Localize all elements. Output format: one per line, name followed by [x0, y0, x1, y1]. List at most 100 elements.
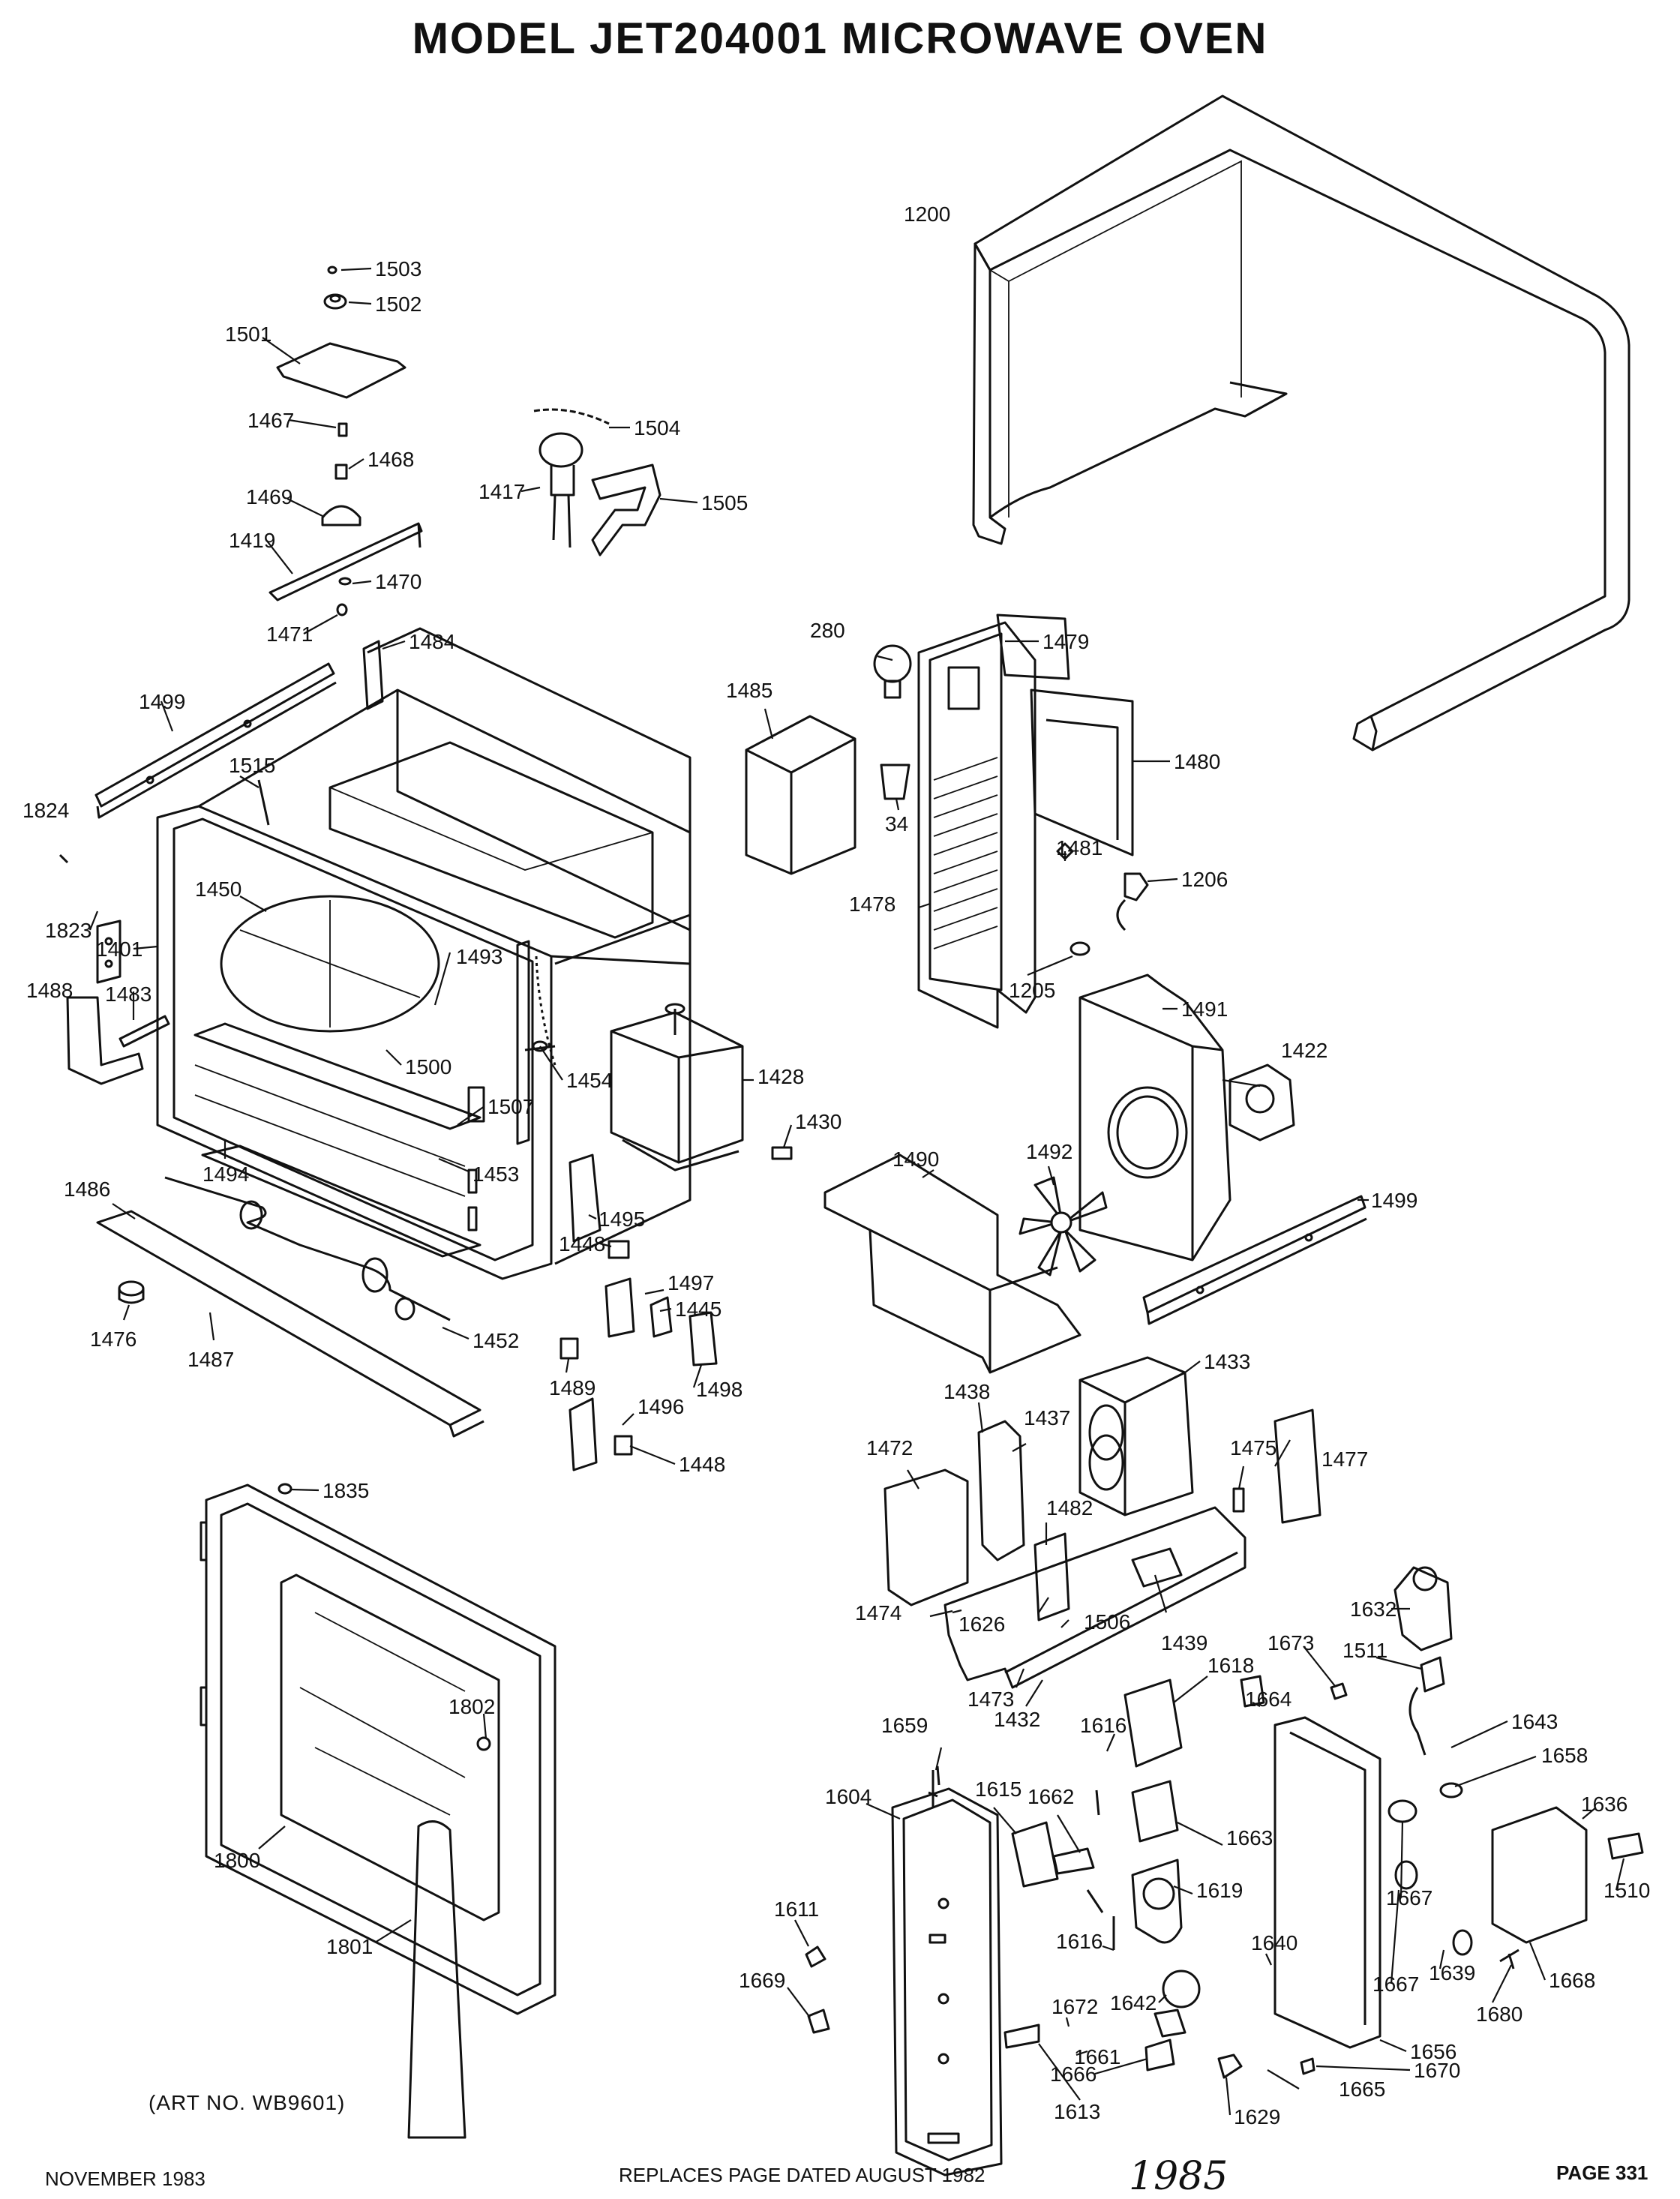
part-label: 1470	[375, 570, 422, 593]
part-label: 1439	[1161, 1631, 1208, 1654]
part-label: 1401	[96, 938, 142, 961]
part-label: 1615	[975, 1778, 1022, 1801]
part-label: 1419	[229, 529, 275, 552]
part-label: 1478	[849, 892, 896, 916]
fan-assembly-drawing	[824, 974, 1295, 1374]
footer-date: NOVEMBER 1983	[45, 2168, 206, 2190]
part-label: 1493	[456, 945, 502, 968]
part-label: 1452	[472, 1329, 519, 1352]
part-label: 1504	[634, 416, 680, 440]
part-label: 1479	[1042, 630, 1089, 653]
part-label: 1659	[881, 1714, 928, 1737]
part-label: 1454	[566, 1069, 613, 1092]
part-label: 1484	[409, 630, 455, 653]
part-label: 1448	[679, 1453, 725, 1476]
part-label: 1503	[375, 257, 422, 280]
part-label: 1611	[774, 1898, 819, 1921]
part-label: 280	[810, 619, 845, 642]
part-label: 1636	[1581, 1792, 1628, 1816]
footer-handwritten-note: 1985	[1129, 2154, 1228, 2199]
part-label: 1445	[675, 1298, 722, 1321]
part-label: 1802	[448, 1695, 495, 1718]
part-label: 1668	[1549, 1969, 1595, 1992]
part-label: 1616	[1080, 1714, 1126, 1737]
part-label: 1666	[1050, 2062, 1096, 2086]
part-label: 1643	[1511, 1710, 1558, 1733]
part-label: 1501	[225, 322, 272, 346]
side-rails-drawing	[58, 662, 1367, 1325]
part-label: 1428	[758, 1065, 804, 1088]
magnetron-drawing	[610, 1003, 744, 1172]
part-label: 1467	[248, 409, 294, 432]
part-label: 1670	[1414, 2059, 1460, 2082]
part-label: 1476	[90, 1328, 136, 1351]
part-label: 1433	[1204, 1350, 1250, 1373]
part-label: 1640	[1251, 1931, 1298, 1954]
oven-door-drawing	[200, 1483, 556, 2139]
part-label: 1205	[1009, 979, 1055, 1002]
part-label: 1824	[22, 799, 69, 822]
part-label: 1664	[1245, 1688, 1292, 1711]
part-label: 1656	[1410, 2040, 1456, 2063]
top-plate-assembly-drawing	[268, 266, 423, 616]
part-label: 1618	[1208, 1654, 1254, 1677]
part-label: 1448	[559, 1232, 605, 1256]
part-label: 1661	[1074, 2045, 1120, 2068]
part-label: 1672	[1052, 1995, 1098, 2018]
part-label: 1506	[1084, 1610, 1130, 1634]
part-labels: 1200 1503 1502 1501 1467 1468 1469 1419 …	[22, 202, 1650, 2128]
part-label: 1800	[214, 1849, 260, 1872]
part-label: 1487	[188, 1348, 234, 1371]
part-label: 1482	[1046, 1496, 1093, 1520]
part-label: 1642	[1110, 1991, 1156, 2014]
part-label: 1483	[105, 982, 152, 1006]
part-label: 1488	[26, 979, 73, 1002]
part-label: 1613	[1054, 2100, 1100, 2123]
part-label: 1481	[1056, 836, 1102, 860]
part-label: 1475	[1230, 1436, 1276, 1460]
part-label: 1511	[1342, 1639, 1388, 1662]
part-label: 1658	[1541, 1744, 1588, 1767]
art-number: (ART NO. WB9601)	[148, 2091, 346, 2114]
control-panel-back-drawing	[745, 614, 1149, 1029]
part-label: 34	[885, 812, 908, 836]
control-panel-bezel-drawing	[805, 1766, 1003, 2176]
part-label: 1471	[266, 622, 313, 646]
part-label: 1472	[866, 1436, 913, 1460]
part-label: 1662	[1028, 1785, 1074, 1808]
part-label: 1673	[1268, 1631, 1314, 1654]
interlock-switch-drawing	[524, 956, 793, 1472]
part-label: 1823	[45, 919, 92, 942]
part-label: 1494	[202, 1162, 249, 1186]
part-label: 1474	[855, 1601, 902, 1624]
bottom-rail-drawing	[96, 1176, 484, 1438]
part-label: 1480	[1174, 750, 1220, 773]
part-label: 1515	[229, 754, 275, 777]
part-label: 1422	[1281, 1039, 1328, 1062]
part-label: 1490	[892, 1148, 939, 1171]
part-label: 1619	[1196, 1879, 1243, 1902]
part-label: 1639	[1429, 1961, 1475, 1984]
transformer-base-drawing	[884, 1356, 1453, 1689]
part-label: 1485	[726, 679, 772, 702]
stirrer-motor-drawing	[533, 408, 662, 556]
control-board-drawing	[928, 1656, 1644, 2079]
part-label: 1499	[139, 690, 185, 713]
part-label: 1499	[1371, 1189, 1418, 1212]
part-label: 1491	[1181, 998, 1228, 1021]
part-label: 1200	[904, 202, 950, 226]
part-label: 1507	[488, 1095, 534, 1118]
footer-page-number: PAGE 331	[1556, 2162, 1648, 2184]
part-label: 1450	[195, 878, 242, 901]
part-label: 1489	[549, 1376, 596, 1400]
part-label: 1667	[1386, 1886, 1432, 1910]
part-label: 1669	[739, 1969, 785, 1992]
part-label: 1468	[368, 448, 414, 471]
part-label: 1663	[1226, 1826, 1273, 1850]
part-label: 1604	[825, 1785, 872, 1808]
part-label: 1496	[638, 1395, 684, 1418]
leader-lines	[88, 267, 1625, 2116]
part-label: 1505	[701, 491, 748, 514]
part-label: 1206	[1181, 868, 1228, 891]
